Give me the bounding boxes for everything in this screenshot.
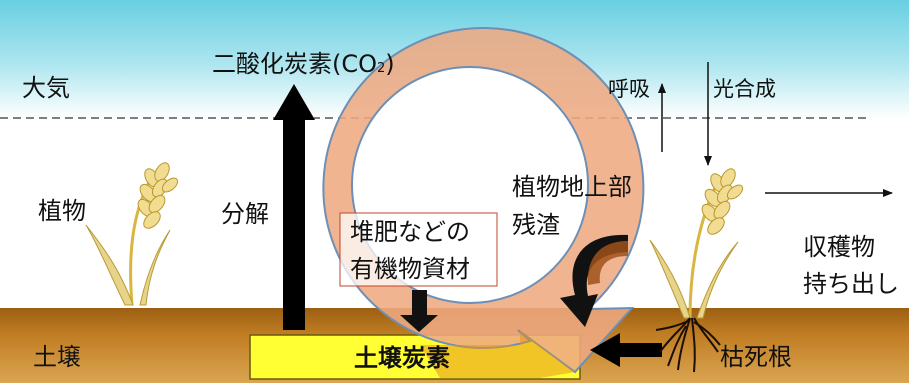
soil-carbon-label: 土壌炭素 (354, 344, 450, 372)
decomposition-arrow (273, 84, 315, 330)
co2-subscript: 2 (377, 61, 386, 76)
harvest-label-line2: 持ち出し (803, 270, 899, 298)
rice-plant-left (85, 162, 179, 306)
compost-label-line1: 堆肥などの (350, 218, 470, 246)
residue-label-line1: 植物地上部 (512, 173, 632, 201)
co2-close: ) (385, 50, 395, 78)
dead-roots-label: 枯死根 (720, 343, 792, 371)
dead-root-arrow (590, 333, 662, 367)
compost-input-arrow (400, 290, 438, 332)
rice-plant-right (649, 168, 744, 373)
co2-label-text: 二酸化炭素(CO (212, 50, 378, 78)
photosynthesis-label: 光合成 (713, 77, 776, 101)
respiration-label: 呼吸 (608, 77, 650, 101)
atmosphere-label: 大気 (22, 74, 70, 102)
compost-label-box (339, 212, 498, 287)
compost-label-line2: 有機物資材 (350, 255, 470, 283)
decomposition-label: 分解 (221, 200, 269, 228)
co2-label: 二酸化炭素(CO2) (212, 50, 395, 79)
harvest-label-line1: 収穫物 (803, 233, 875, 261)
residue-label-line2: 残渣 (512, 211, 560, 239)
soil-label: 土壌 (33, 343, 81, 371)
residue-arrow (560, 234, 628, 327)
dead-roots (655, 317, 721, 373)
plants-label: 植物 (38, 197, 86, 225)
